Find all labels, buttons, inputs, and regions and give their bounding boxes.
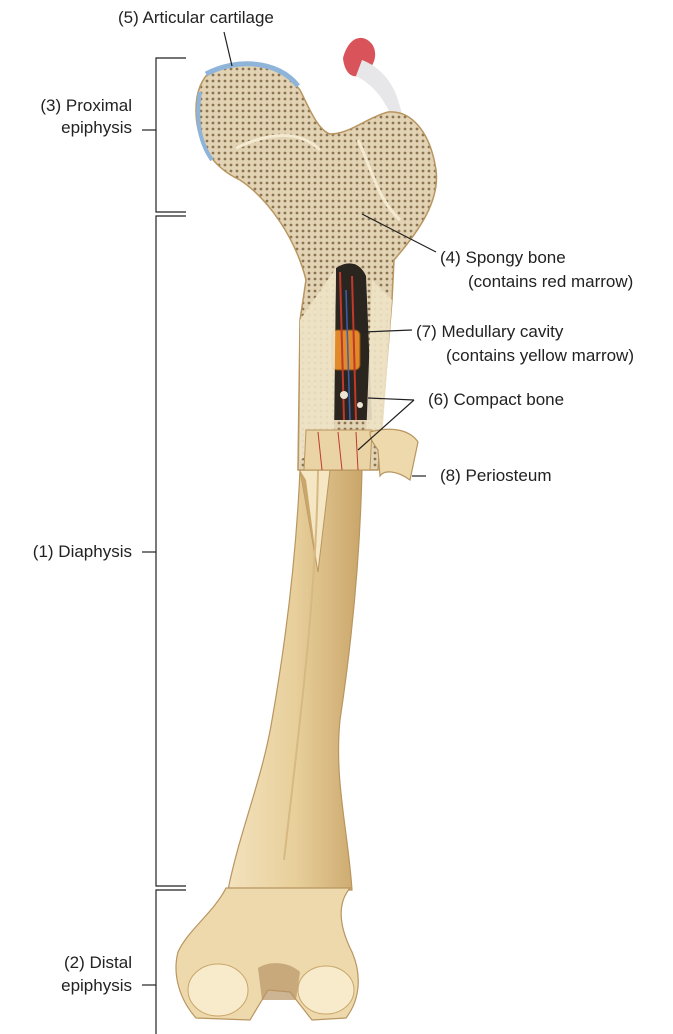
label-proximal-epiphysis-line2: epiphysis [0,118,132,138]
bracket-diaphysis [142,216,186,886]
label-spongy-bone-line1: (4) Spongy bone [440,248,566,268]
label-periosteum: (8) Periosteum [440,466,551,486]
label-spongy-bone-line2: (contains red marrow) [468,272,633,292]
ligament [343,38,404,120]
distal-epiphysis-bone [176,888,358,1020]
label-medullary-cavity-line2: (contains yellow marrow) [446,346,634,366]
label-distal-epiphysis-line2: epiphysis [0,976,132,996]
femur-shaft [228,470,362,890]
label-compact-bone: (6) Compact bone [428,390,564,410]
label-diaphysis: (1) Diaphysis [0,542,132,562]
label-proximal-epiphysis-line1: (3) Proximal [0,96,132,116]
label-articular-cartilage: (5) Articular cartilage [118,8,274,28]
label-distal-epiphysis-line1: (2) Distal [0,953,132,973]
medullary-cavity [332,263,372,420]
bracket-proximal [142,58,186,212]
label-medullary-cavity-line1: (7) Medullary cavity [416,322,563,342]
